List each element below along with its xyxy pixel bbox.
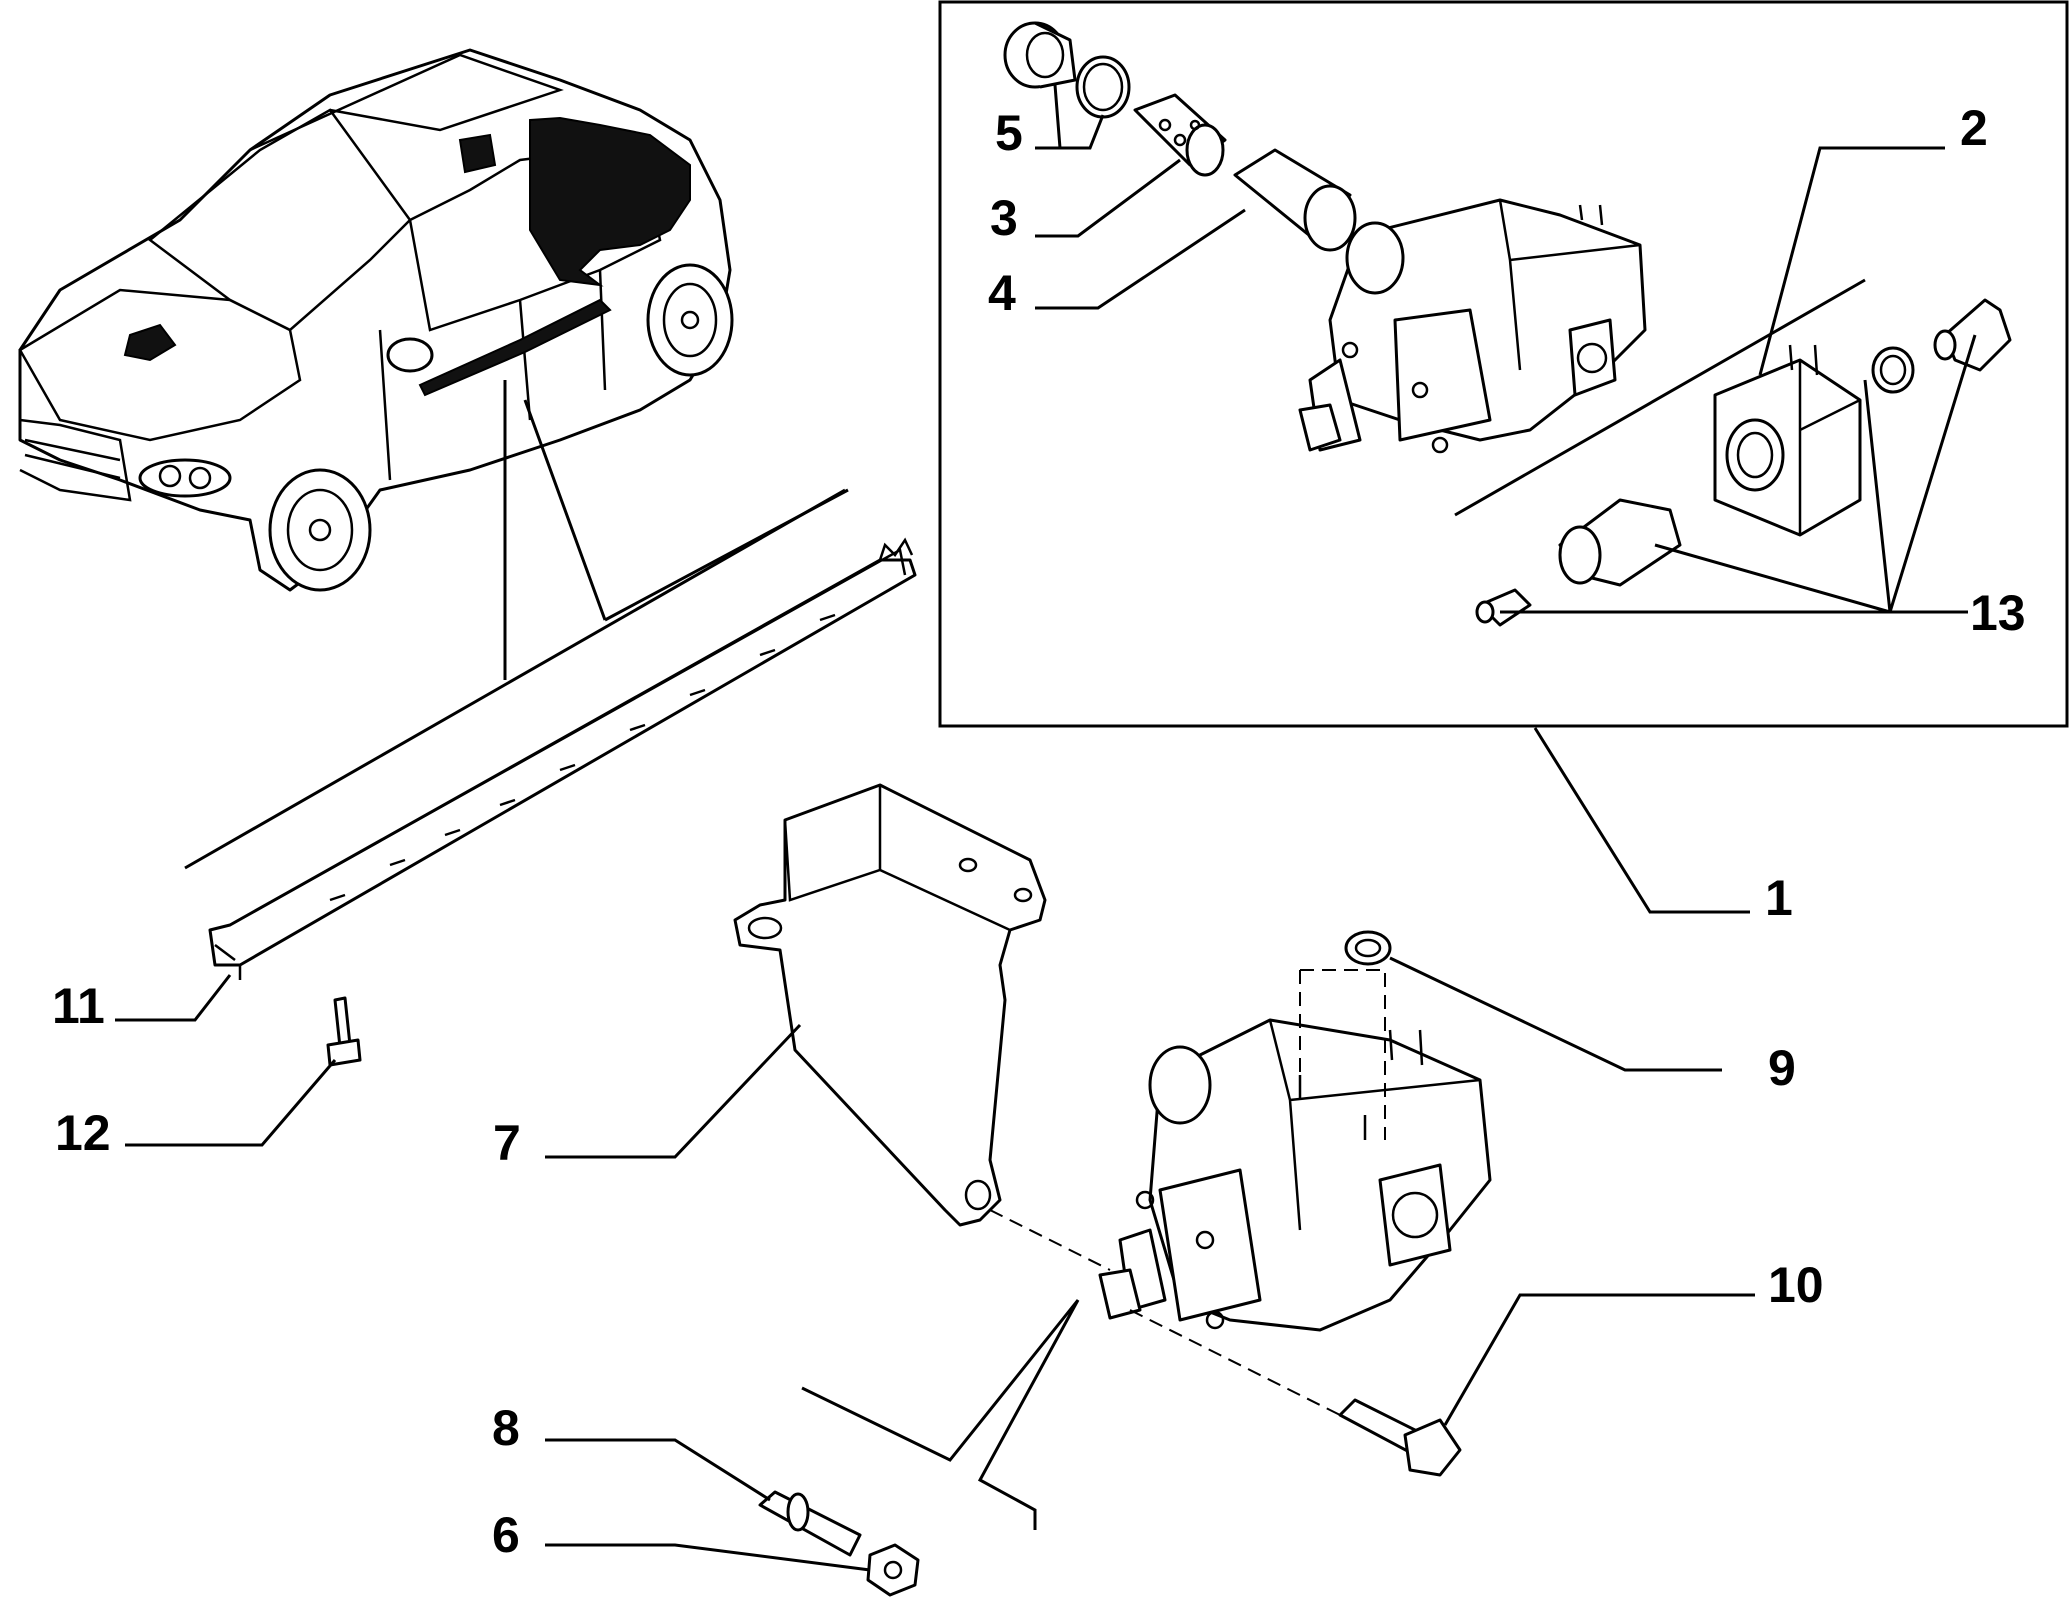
part-2-coil bbox=[1713, 344, 1862, 537]
part-10-bolt bbox=[1338, 1398, 1462, 1477]
callout-11: 11 bbox=[52, 978, 105, 1034]
callout-1: 1 bbox=[1765, 870, 1793, 926]
part-9-washer bbox=[1344, 930, 1392, 966]
part-13-washer-and-fittings bbox=[1475, 298, 2012, 627]
part-6-nut bbox=[866, 1543, 920, 1597]
part-12-screw bbox=[326, 996, 362, 1067]
callout-9: 9 bbox=[1768, 1040, 1796, 1096]
callout-8: 8 bbox=[492, 1400, 520, 1456]
callout-3: 3 bbox=[990, 190, 1018, 246]
callout-12: 12 bbox=[55, 1105, 111, 1161]
callout-5: 5 bbox=[995, 105, 1023, 161]
part-3-filter bbox=[1133, 93, 1227, 177]
callout-10: 10 bbox=[1768, 1257, 1824, 1313]
callout-4: 4 bbox=[988, 265, 1016, 321]
leader-lines bbox=[115, 84, 1977, 1572]
part-4-sleeve bbox=[1233, 148, 1357, 252]
part-7-bracket bbox=[733, 783, 1047, 1227]
callout-2: 2 bbox=[1960, 100, 1988, 156]
callout-13: 13 bbox=[1970, 585, 2026, 641]
inset-valve-body bbox=[1298, 198, 1647, 454]
part-5-cap-and-seal bbox=[1003, 21, 1131, 119]
vehicle-illustration bbox=[18, 48, 734, 592]
detail-inset-frame bbox=[938, 0, 2069, 728]
callout-7: 7 bbox=[493, 1115, 521, 1171]
part-11-mounting-rail bbox=[208, 537, 917, 980]
part-8-stud bbox=[758, 1490, 862, 1557]
callout-6: 6 bbox=[492, 1507, 520, 1563]
main-valve-assembly bbox=[1098, 1018, 1492, 1332]
